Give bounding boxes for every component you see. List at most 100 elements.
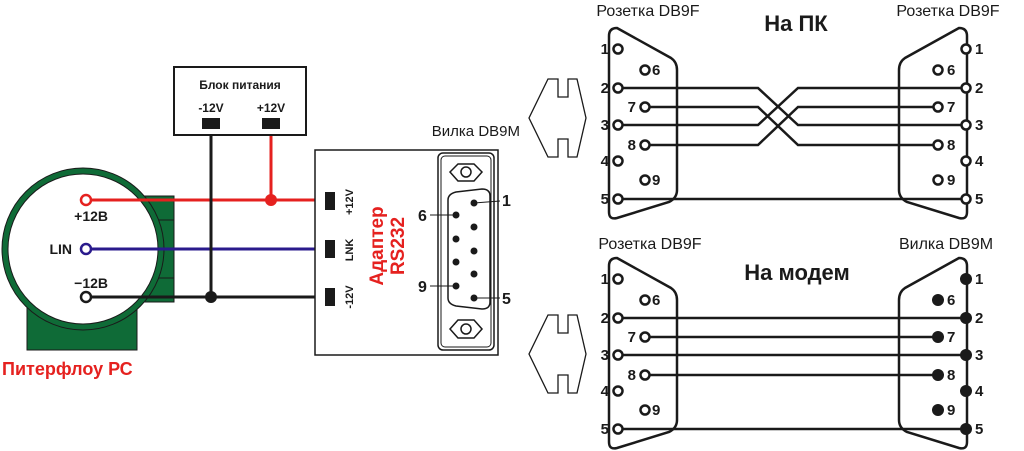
- psu-title: Блок питания: [199, 78, 281, 92]
- left-pin-label-2: 2: [601, 80, 609, 97]
- left-pin-6: [639, 294, 651, 306]
- left-pin-4: [612, 155, 624, 167]
- power-wires: [90, 128, 328, 303]
- left-pin-1: [612, 43, 624, 55]
- left-pin-7: [639, 331, 651, 343]
- psu-terminal-minus: [202, 118, 220, 129]
- adapter-terminal-label-lnk: LNK: [344, 239, 356, 262]
- wire-8-7: [645, 105, 938, 147]
- db9m-pin-1: 1: [502, 193, 511, 210]
- adapter-title-1: Адаптер: [367, 206, 388, 285]
- cable-pc-right-label: Розетка DB9F: [896, 3, 999, 20]
- left-pin-7: [639, 101, 651, 113]
- right-pin-6: [932, 64, 944, 76]
- right-pin-4: [960, 385, 972, 397]
- right-pin-label-6: 6: [947, 62, 955, 79]
- right-pin-label-5: 5: [975, 421, 983, 438]
- left-pin-label-9: 9: [652, 172, 660, 189]
- cable-modem-left-label: Розетка DB9F: [598, 236, 701, 253]
- left-pin-label-8: 8: [628, 137, 636, 154]
- left-pin-8: [639, 139, 651, 151]
- left-pin-label-1: 1: [601, 41, 609, 58]
- device-name: Питерфлоу РС: [2, 359, 133, 379]
- junction-plus: [265, 194, 277, 206]
- right-pin-8: [932, 369, 944, 381]
- device-pin-label-plus12: +12В: [74, 208, 108, 224]
- right-pin-1: [960, 43, 972, 55]
- right-pin-5: [960, 193, 972, 205]
- right-connector-shell: [897, 26, 969, 220]
- right-pin-label-2: 2: [975, 310, 983, 327]
- right-pin-2: [960, 312, 972, 324]
- cable-pc-title: На ПК: [764, 11, 828, 36]
- right-pin-label-7: 7: [947, 99, 955, 116]
- psu-minus-label: -12V: [198, 101, 223, 115]
- right-pin-5: [960, 423, 972, 435]
- screw-bottom: [448, 319, 484, 339]
- right-pin-2: [960, 82, 972, 94]
- left-pin-6: [639, 64, 651, 76]
- device-pin-plus12: [79, 193, 93, 207]
- left-pin-label-2: 2: [601, 310, 609, 327]
- right-pin-label-3: 3: [975, 117, 983, 134]
- junction-minus: [205, 291, 217, 303]
- left-pin-3: [612, 349, 624, 361]
- right-pin-label-1: 1: [975, 271, 983, 288]
- right-connector-shell: [897, 256, 969, 450]
- right-pin-7: [932, 101, 944, 113]
- device-pin-label-lin: LIN: [49, 241, 72, 257]
- cable-modem-title: На модем: [744, 260, 850, 285]
- left-pin-label-8: 8: [628, 367, 636, 384]
- right-pin-8: [932, 139, 944, 151]
- left-pin-label-5: 5: [601, 191, 609, 208]
- left-pin-label-6: 6: [652, 62, 660, 79]
- left-pin-label-5: 5: [601, 421, 609, 438]
- right-pin-label-4: 4: [975, 383, 984, 400]
- right-pin-4: [960, 155, 972, 167]
- db9m-shell: [447, 188, 491, 310]
- left-pin-label-9: 9: [652, 402, 660, 419]
- db9m-pin-5: 5: [502, 291, 511, 308]
- device-pin-label-minus12: −12В: [74, 275, 108, 291]
- adapter-title-2: RS232: [388, 217, 409, 275]
- adapter-terminal-plus12: [325, 192, 335, 210]
- right-pin-9: [932, 404, 944, 416]
- cable-modem-right-label: Вилка DB9M: [899, 236, 993, 253]
- left-pin-label-3: 3: [601, 117, 609, 134]
- right-pin-label-3: 3: [975, 347, 983, 364]
- left-pin-2: [612, 312, 624, 324]
- left-pin-9: [639, 404, 651, 416]
- right-pin-1: [960, 273, 972, 285]
- left-pin-3: [612, 119, 624, 131]
- right-pin-label-6: 6: [947, 292, 955, 309]
- left-connector-shell: [607, 26, 679, 220]
- adapter-terminal-minus12: [325, 288, 335, 306]
- double-arrow-pc-icon: [528, 78, 587, 158]
- right-pin-label-7: 7: [947, 329, 955, 346]
- adapter-rs232: +12V LNK -12V Адаптер RS232 1 5 6 9: [314, 149, 511, 356]
- left-pin-8: [639, 369, 651, 381]
- screw-top: [448, 163, 484, 182]
- left-pin-label-3: 3: [601, 347, 609, 364]
- right-pin-label-5: 5: [975, 191, 983, 208]
- power-supply: Блок питания -12V +12V: [173, 66, 307, 136]
- device-pin-lin: [79, 242, 93, 256]
- cable-pc-left-label: Розетка DB9F: [596, 3, 699, 20]
- left-pin-2: [612, 82, 624, 94]
- adapter-terminal-label-minus12: -12V: [344, 285, 356, 309]
- left-pin-label-4: 4: [601, 153, 610, 170]
- adapter-terminal-lnk: [325, 240, 335, 258]
- wire-3-2: [618, 86, 966, 127]
- left-pin-label-1: 1: [601, 271, 609, 288]
- psu-box: [173, 66, 307, 136]
- adapter-terminal-label-plus12: +12V: [344, 188, 356, 215]
- right-pin-9: [932, 174, 944, 186]
- right-pin-label-9: 9: [947, 402, 955, 419]
- right-pin-3: [960, 349, 972, 361]
- right-pin-label-8: 8: [947, 137, 955, 154]
- left-pin-label-7: 7: [628, 329, 636, 346]
- device-pin-minus12: [79, 290, 93, 304]
